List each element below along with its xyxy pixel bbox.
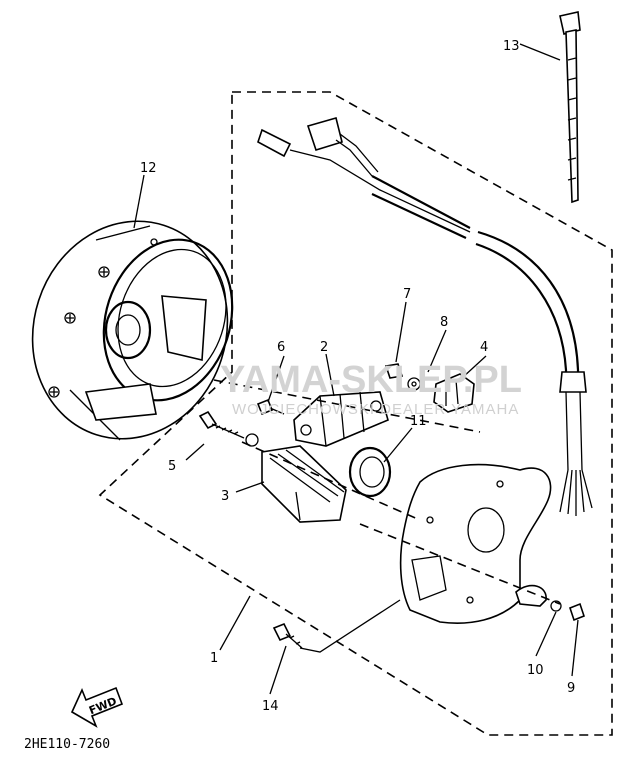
- pulser-coil: [293, 391, 389, 447]
- callout-14: 14: [262, 699, 279, 714]
- stator-base-plate: [399, 463, 552, 624]
- callout-6: 6: [277, 340, 285, 355]
- fwd-arrow-icon: FWD: [70, 686, 124, 728]
- charge-coil: [261, 445, 347, 523]
- assembly-boundary: [98, 91, 613, 736]
- callout-7: 7: [403, 287, 411, 302]
- leader-lines: [133, 43, 579, 695]
- cable-tie: [559, 11, 581, 204]
- callout-9: 9: [567, 681, 575, 696]
- callout-13: 13: [503, 39, 520, 54]
- callout-5: 5: [168, 459, 176, 474]
- screws-and-washers: [198, 363, 585, 649]
- wire-harness: [257, 117, 593, 516]
- watermark-text: YAMA-SKLEP.PL: [220, 359, 522, 401]
- callout-1: 1: [210, 651, 218, 666]
- oil-seal: [348, 446, 392, 498]
- callout-3: 3: [221, 489, 229, 504]
- cable-clamp: [515, 584, 547, 607]
- flywheel-rotor: [31, 220, 234, 441]
- callout-10: 10: [527, 663, 544, 678]
- callout-4: 4: [480, 340, 488, 355]
- callout-2: 2: [320, 340, 328, 355]
- callout-11: 11: [410, 414, 427, 429]
- watermark-subtext: WOJCIECHOWSKI DEALER YAMAHA: [232, 401, 519, 418]
- drawing-code: 2HE110-7260: [24, 737, 110, 752]
- callout-8: 8: [440, 315, 448, 330]
- callout-12: 12: [140, 161, 157, 176]
- connector-part: [433, 373, 475, 413]
